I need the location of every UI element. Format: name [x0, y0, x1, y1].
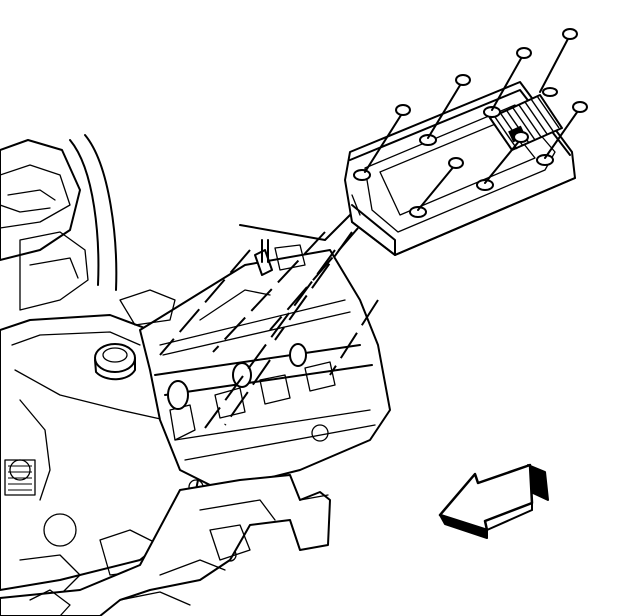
valve-cover	[344, 81, 576, 256]
bolt-alignment-lines	[159, 227, 379, 429]
engine-block	[0, 134, 391, 616]
bolt-icon	[417, 157, 464, 211]
bolt-icon	[539, 28, 578, 93]
bolts	[364, 28, 588, 211]
gasket-outline	[239, 209, 356, 241]
bolt-icon	[427, 74, 471, 139]
bolt-icon	[364, 104, 411, 173]
bolt-icon	[484, 131, 529, 184]
arrow-icon	[438, 463, 549, 539]
bolt-icon	[544, 101, 588, 159]
bolt-icon	[491, 47, 532, 111]
